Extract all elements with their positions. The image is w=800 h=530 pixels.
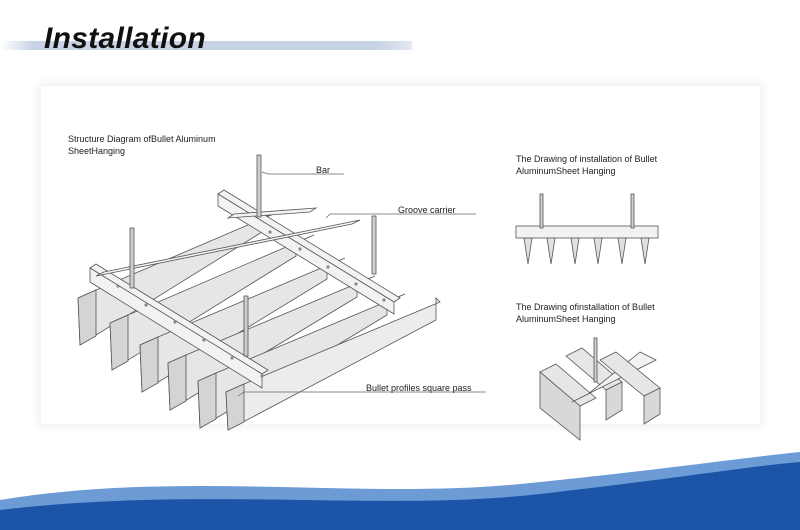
side-view-bullets [523, 237, 650, 265]
side-view-rod-left [539, 193, 544, 229]
side-view-rod-right [630, 193, 635, 229]
side-view-title-line1: The Drawing of installation of Bullet [516, 154, 658, 164]
bolts [116, 230, 386, 378]
main-structure-diagram [77, 154, 441, 431]
detail-view-title-line2: AluminumSheet Hanging [516, 314, 616, 324]
bar [226, 207, 318, 219]
hanger-rods [129, 154, 377, 357]
side-view-diagram [515, 193, 659, 265]
callout-lines [237, 171, 486, 397]
groove-carriers [89, 189, 401, 389]
side-view-title: The Drawing of installation of Bullet Al… [516, 153, 657, 177]
main-diagram-title: Structure Diagram ofBullet Aluminum Shee… [68, 133, 216, 157]
callout-bullet-profiles: Bullet profiles square pass [366, 383, 472, 393]
page-title: Installation [44, 22, 206, 55]
bottom-wave [0, 452, 800, 530]
callout-groove-carrier: Groove carrier [398, 205, 456, 215]
main-diagram-title-line2: SheetHanging [68, 146, 126, 156]
title-underline-bar [0, 41, 412, 50]
callout-bar: Bar [316, 165, 331, 175]
detail-view-title: The Drawing ofinstallation of Bullet Alu… [516, 301, 655, 325]
main-diagram-title-line1: Structure Diagram ofBullet Aluminum [68, 134, 216, 144]
detail-view-diagram [539, 337, 661, 441]
side-view-title-line2: AluminumSheet Hanging [516, 166, 616, 176]
detail-view-title-line1: The Drawing ofinstallation of Bullet [516, 302, 655, 312]
side-view-carrier [515, 225, 659, 239]
